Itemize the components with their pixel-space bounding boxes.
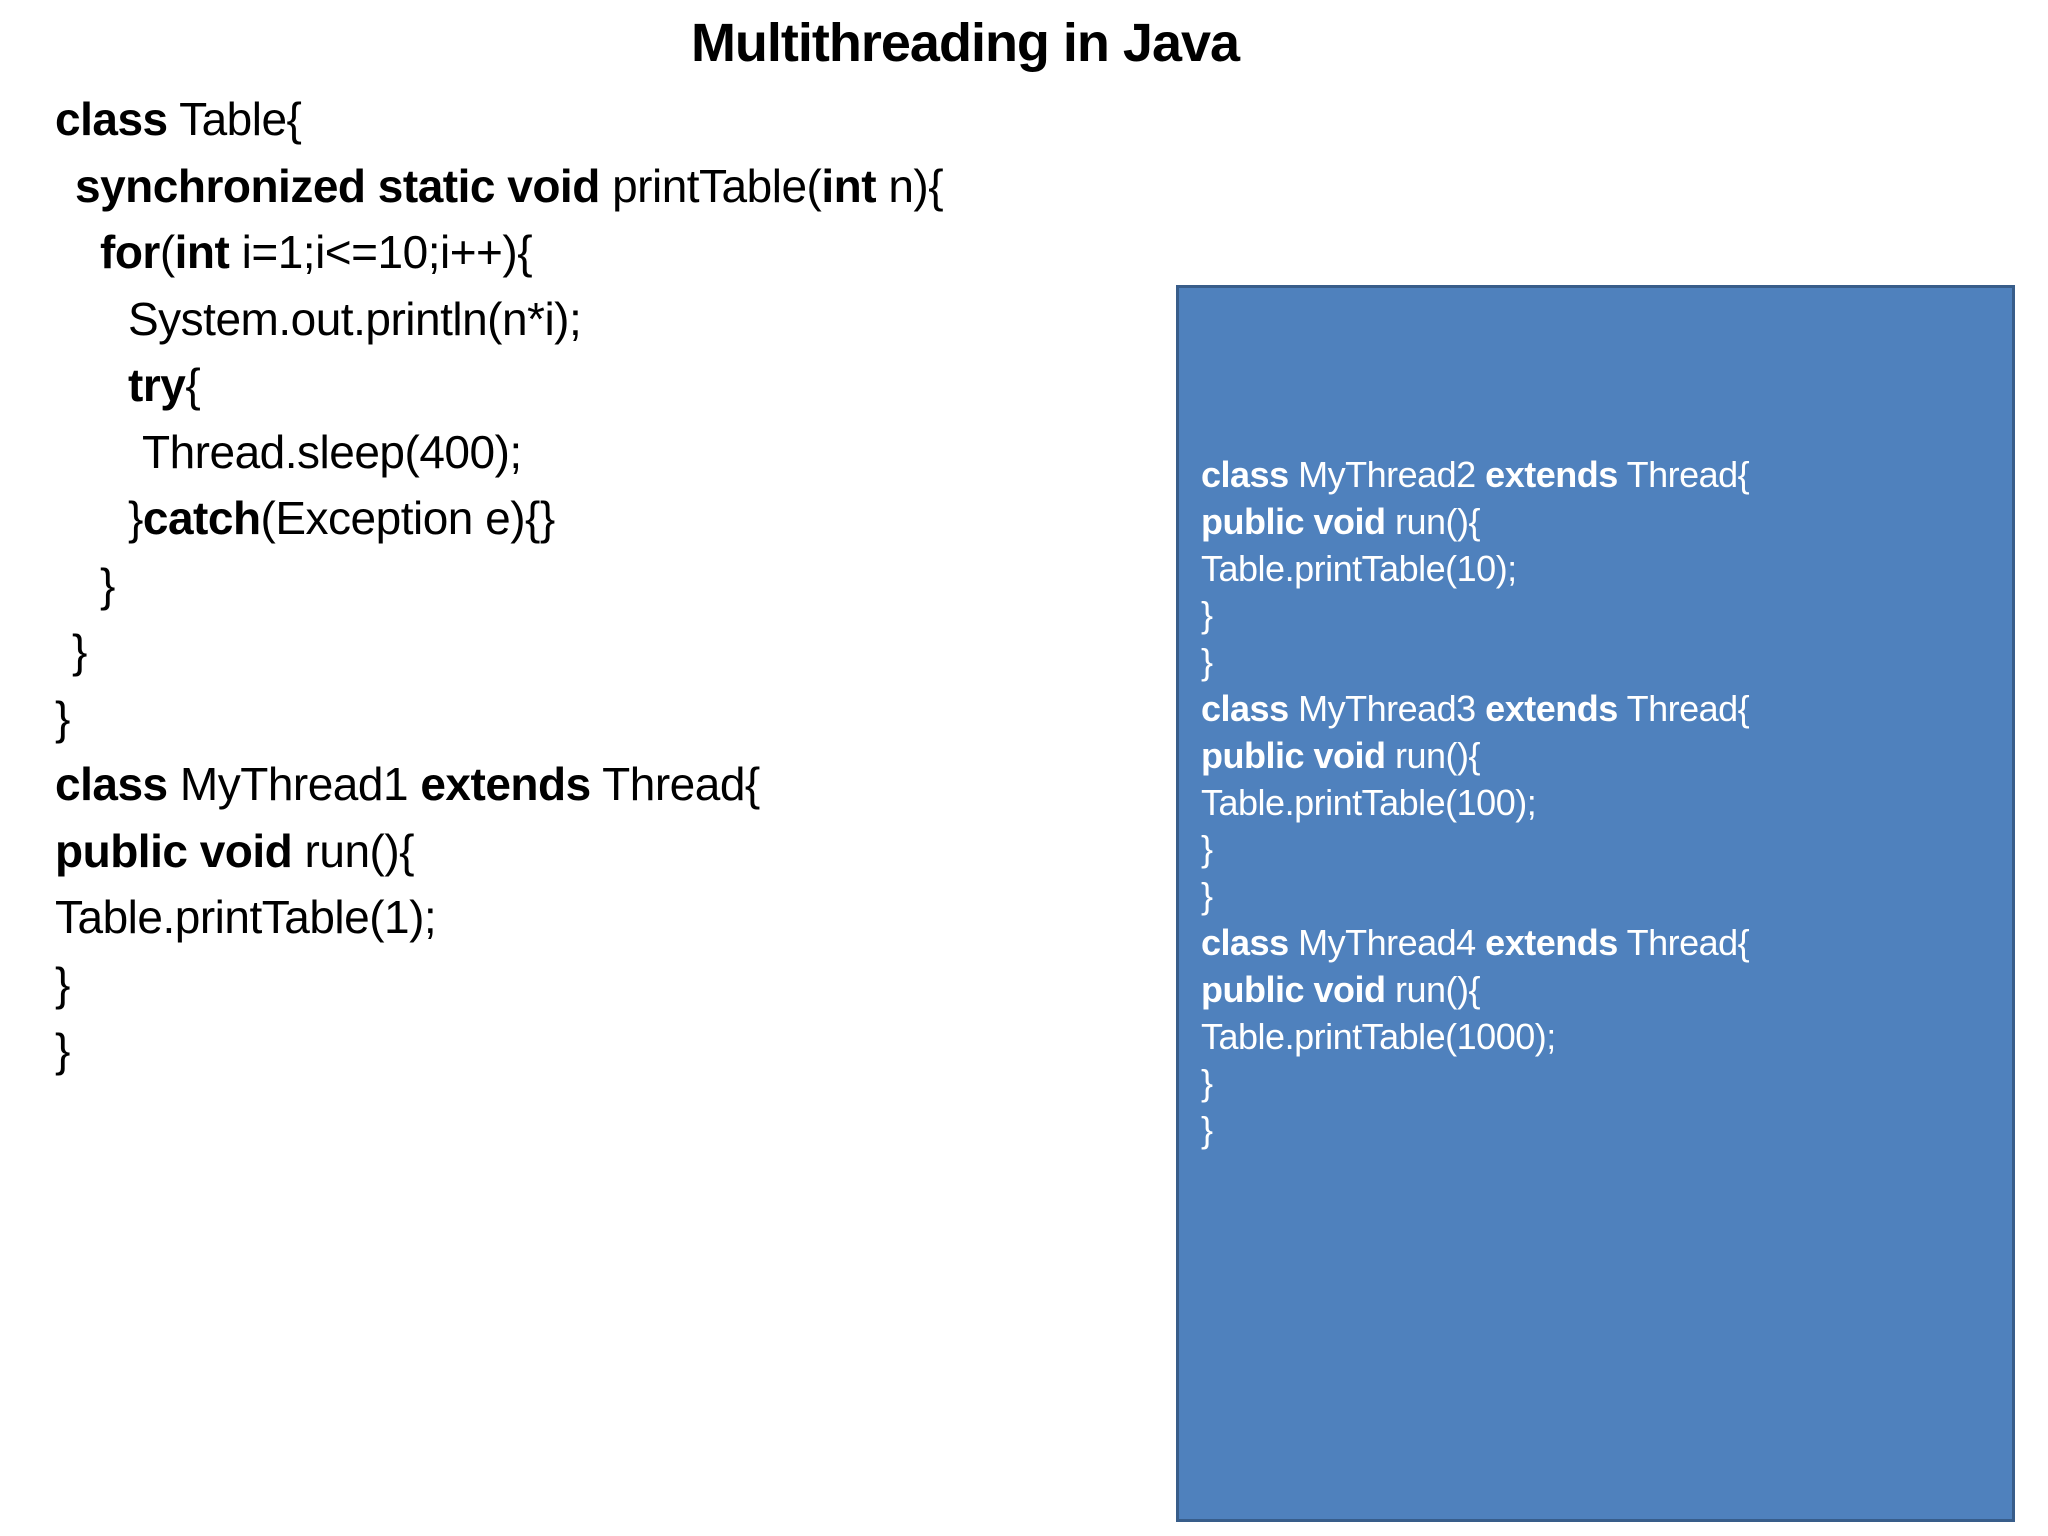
code-line: Thread.sleep(400); <box>55 419 943 486</box>
code-line: } <box>1201 826 1749 873</box>
code-line: } <box>1201 873 1749 920</box>
code-keyword: class <box>1201 454 1289 495</box>
code-text: } <box>55 691 70 744</box>
code-keyword: extends <box>1485 687 1618 729</box>
code-keyword: extends <box>1485 921 1618 963</box>
code-text: } <box>1201 594 1213 636</box>
code-text: } <box>100 558 115 611</box>
code-line: } <box>55 1017 943 1084</box>
code-text: Thread.sleep(400); <box>142 425 522 478</box>
code-keyword: public void <box>1201 500 1386 542</box>
code-keyword: class <box>1201 921 1289 963</box>
code-line: public void run(){ <box>1201 967 1749 1014</box>
code-text: MyThread3 <box>1288 687 1486 729</box>
code-text: (Exception e){} <box>260 492 556 544</box>
code-text: System.out.println(n*i); <box>128 292 582 345</box>
code-line: } <box>55 951 943 1018</box>
blue-box-code-block: class MyThread2 extends Thread{public vo… <box>1201 452 1750 1154</box>
code-line: } <box>1201 639 1749 686</box>
code-line: Table.printTable(100); <box>1201 780 1749 827</box>
code-text: } <box>1201 641 1213 683</box>
code-keyword: public void <box>55 824 293 877</box>
code-text: } <box>1201 875 1213 917</box>
code-text: Thread{ <box>1617 687 1750 729</box>
code-keyword: public void <box>1201 968 1386 1010</box>
code-line: }catch(Exception e){} <box>55 485 943 552</box>
code-line: } <box>55 552 943 619</box>
code-text: } <box>72 625 87 677</box>
slide-title: Multithreading in Java <box>690 13 1240 73</box>
code-text: MyThread4 <box>1288 921 1486 963</box>
code-text: } <box>55 957 70 1010</box>
code-text: Table{ <box>167 93 302 145</box>
code-text: printTable( <box>599 159 822 212</box>
code-text: } <box>55 1024 70 1076</box>
code-line: class MyThread1 extends Thread{ <box>55 751 943 818</box>
code-line: } <box>55 618 943 685</box>
code-text: } <box>1201 1109 1213 1151</box>
code-keyword: int <box>174 226 230 278</box>
code-text: n){ <box>876 159 944 212</box>
code-line: } <box>1201 592 1749 639</box>
code-line: class MyThread4 extends Thread{ <box>1201 920 1750 967</box>
code-text: MyThread1 <box>167 758 421 810</box>
code-text: } <box>128 492 143 544</box>
code-line: class MyThread2 extends Thread{ <box>1201 452 1750 499</box>
code-text: ( <box>159 226 175 278</box>
code-text: Table.printTable(1); <box>55 891 437 943</box>
code-text: Thread{ <box>1617 454 1750 495</box>
code-line: public void run(){ <box>1201 733 1749 780</box>
code-line: class MyThread3 extends Thread{ <box>1201 686 1750 733</box>
left-code-block: class Table{synchronized static void pri… <box>55 86 944 1084</box>
code-keyword: extends <box>1485 454 1618 495</box>
code-keyword: try <box>128 359 186 411</box>
code-text: Table.printTable(1000); <box>1201 1015 1556 1057</box>
code-line: class Table{ <box>55 86 943 153</box>
code-line: Table.printTable(10); <box>1201 546 1749 593</box>
code-line: System.out.println(n*i); <box>55 286 943 353</box>
code-text: MyThread2 <box>1288 454 1486 495</box>
code-keyword: extends <box>420 758 591 810</box>
code-keyword: class <box>1201 687 1289 729</box>
code-line: public void run(){ <box>1201 499 1749 546</box>
code-text: run(){ <box>1385 968 1481 1010</box>
code-keyword: int <box>821 159 877 212</box>
code-line: } <box>55 685 943 752</box>
code-text: Thread{ <box>590 758 760 810</box>
code-line: Table.printTable(1); <box>55 884 943 951</box>
code-line: } <box>1201 1060 1749 1107</box>
code-text: Table.printTable(10); <box>1201 547 1517 589</box>
code-line: for(int i=1;i<=10;i++){ <box>55 219 943 286</box>
code-line: try{ <box>55 352 943 419</box>
code-line: Table.printTable(1000); <box>1201 1014 1749 1061</box>
code-keyword: class <box>55 758 168 810</box>
code-keyword: class <box>55 93 168 145</box>
code-text: i=1;i<=10;i++){ <box>229 226 533 278</box>
code-text: } <box>1201 828 1213 870</box>
code-text: Table.printTable(100); <box>1201 781 1537 823</box>
code-keyword: catch <box>142 492 261 544</box>
code-line: synchronized static void printTable(int … <box>55 153 944 220</box>
code-keyword: for <box>100 226 160 278</box>
code-text: { <box>185 359 201 411</box>
code-text: } <box>1201 1062 1213 1104</box>
code-text: Thread{ <box>1617 921 1750 963</box>
code-text: run(){ <box>1385 500 1481 542</box>
code-text: run(){ <box>292 824 415 877</box>
blue-code-box: class MyThread2 extends Thread{public vo… <box>1176 285 2015 1522</box>
code-text: run(){ <box>1385 734 1481 776</box>
code-keyword: synchronized static void <box>75 159 600 212</box>
code-keyword: public void <box>1201 734 1386 776</box>
code-line: } <box>1201 1107 1749 1154</box>
code-line: public void run(){ <box>55 818 943 885</box>
